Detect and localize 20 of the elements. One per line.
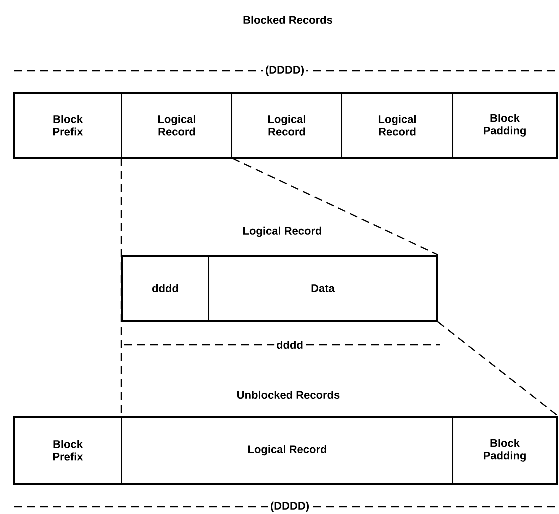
title: Blocked Records bbox=[244, 16, 332, 24]
record-cell: Data bbox=[208, 256, 438, 322]
record-cell: dddd bbox=[122, 256, 210, 322]
projection-line bbox=[232, 158, 438, 256]
record-cell: Logical Record bbox=[342, 92, 454, 158]
record-cell: Logical Record bbox=[122, 416, 454, 484]
dimension-label: (DDDD) bbox=[263, 64, 307, 78]
projection-line bbox=[120, 158, 122, 416]
record-cell: Logical Record bbox=[232, 92, 342, 158]
record-cell: Block Prefix bbox=[14, 416, 122, 484]
heading: Unblocked Records bbox=[238, 390, 340, 400]
projection-line bbox=[438, 322, 558, 416]
record-box bbox=[13, 92, 558, 159]
dimension-label: (DDDD) bbox=[268, 500, 312, 514]
heading: Logical Record bbox=[244, 226, 322, 238]
record-cell: Block Padding bbox=[452, 92, 558, 158]
record-cell: Logical Record bbox=[122, 92, 232, 158]
record-cell: Block Prefix bbox=[14, 92, 122, 158]
dimension-label: dddd bbox=[274, 338, 306, 352]
record-cell: Block Padding bbox=[452, 416, 558, 484]
